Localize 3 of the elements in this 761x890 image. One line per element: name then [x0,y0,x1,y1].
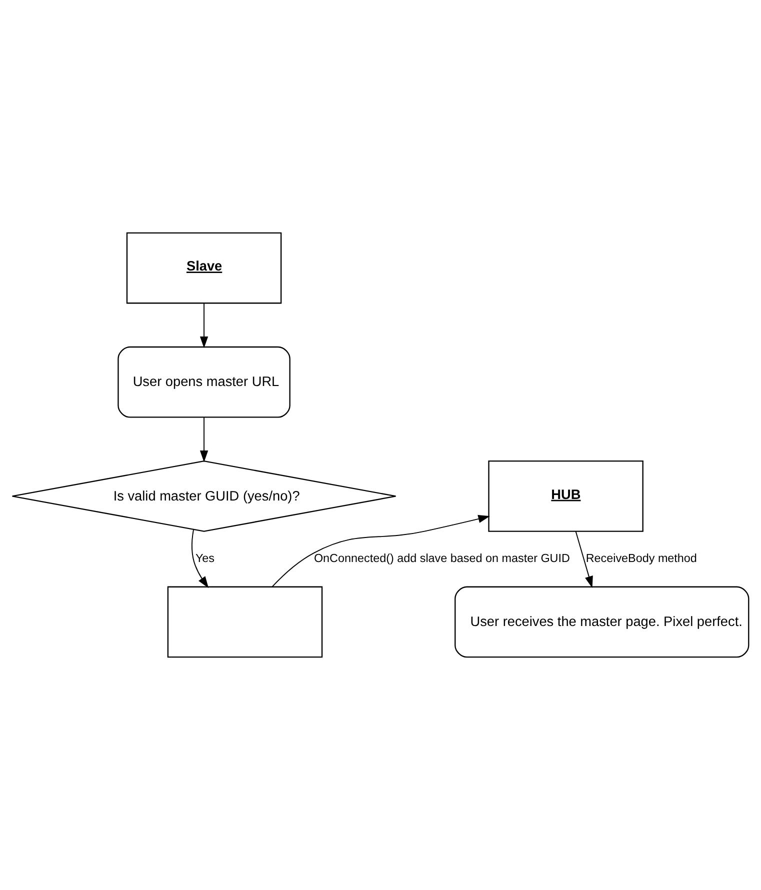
edge-label: Yes [195,552,215,566]
edge-label: OnConnected() add slave based on master GUID [314,552,570,566]
edge-label: ReceiveBody method [586,552,697,566]
